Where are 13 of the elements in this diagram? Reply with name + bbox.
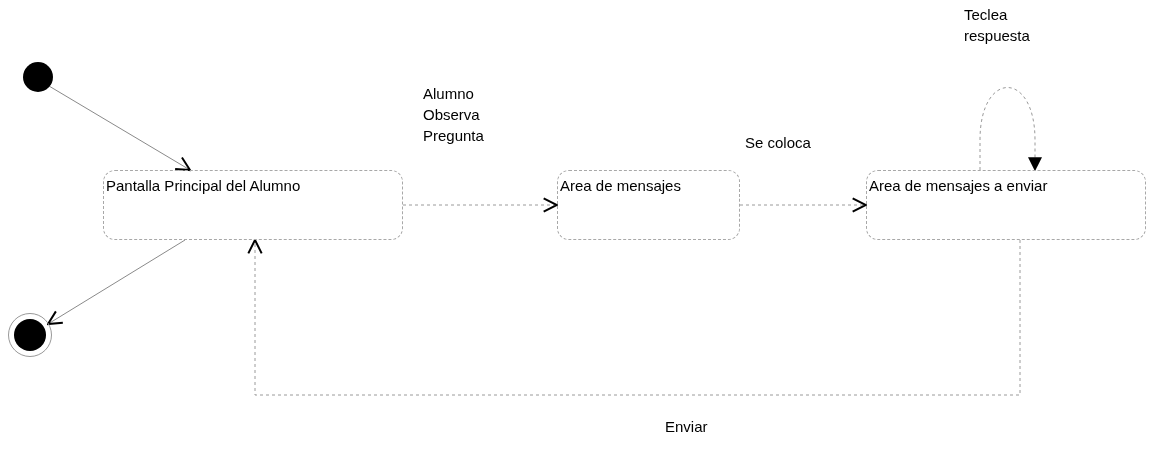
transition-arrow <box>247 239 1021 396</box>
state-box <box>103 170 403 240</box>
state-name: Area de mensajes <box>560 177 682 194</box>
self-transition-arrow <box>979 87 1042 172</box>
state-name: Area de mensajes a enviar <box>869 177 1049 194</box>
transition-arrow <box>739 197 867 213</box>
initial-state <box>23 62 53 92</box>
state-name: Pantalla Principal del Alumno <box>106 177 302 194</box>
transition-arrow <box>402 197 558 213</box>
transition-arrow <box>47 239 186 325</box>
transition-arrow <box>48 85 191 171</box>
state-box <box>866 170 1146 240</box>
state-box <box>557 170 740 240</box>
